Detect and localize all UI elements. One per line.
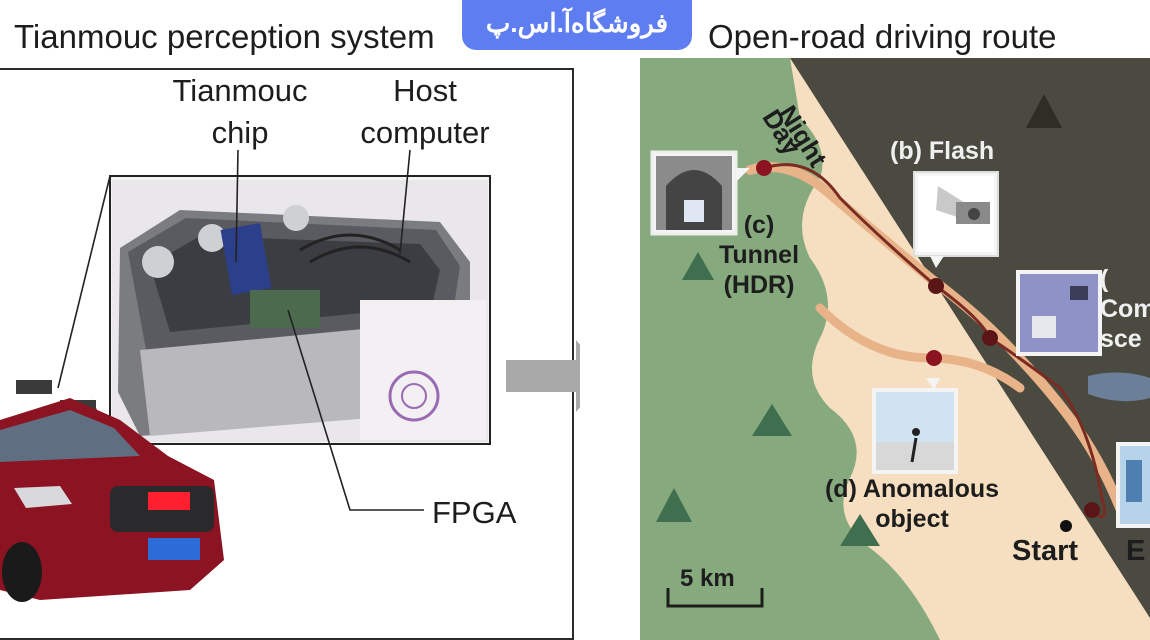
night-region xyxy=(790,58,1150,618)
system-frame xyxy=(0,68,574,640)
start-label: Start xyxy=(1012,535,1079,567)
watermark-banner: فروشگاه‌آ.اس.پ xyxy=(462,0,692,50)
car-photo xyxy=(0,380,224,602)
node-anomalous xyxy=(926,350,942,366)
node-complex xyxy=(982,330,998,346)
left-illustration xyxy=(0,149,580,602)
flash-label: (b) Flash xyxy=(890,137,995,165)
host-label: Host computer xyxy=(360,73,490,150)
scale-bar xyxy=(666,588,764,608)
anomalous-label: (d) Anomalous object xyxy=(824,475,1000,533)
right-panel-title: Open-road driving route xyxy=(708,18,1057,55)
node-end xyxy=(1084,502,1100,518)
panel-arrow xyxy=(506,340,580,412)
end-thumbnail xyxy=(1116,442,1150,528)
route-map xyxy=(640,58,1150,640)
fpga-leader xyxy=(287,309,424,511)
fpga-label: FPGA xyxy=(432,495,517,530)
anomalous-thumbnail xyxy=(872,378,958,474)
tunnel-label: (c) Tunnel (HDR) xyxy=(718,211,800,299)
left-panel-title: Tianmouc perception system xyxy=(14,18,435,55)
enclosure-photo xyxy=(112,180,488,442)
flash-thumbnail xyxy=(913,171,999,268)
scale-label: 5 km xyxy=(680,565,735,592)
end-label: E xyxy=(1126,536,1146,566)
node-flash xyxy=(928,278,944,294)
road-main xyxy=(745,162,1125,513)
node-tunnel xyxy=(756,160,772,176)
watermark-text: فروشگاه‌آ.اس.پ xyxy=(485,8,669,38)
zoom-line-top xyxy=(57,175,111,389)
chip-label: Tianmouc chip xyxy=(172,73,308,150)
host-leader xyxy=(399,149,411,255)
complex-label: ( Com sce xyxy=(1100,265,1150,353)
tunnel-thumbnail xyxy=(650,150,750,236)
chip-leader xyxy=(235,149,239,263)
complex-thumbnail xyxy=(1016,270,1102,356)
node-start xyxy=(1060,520,1072,532)
